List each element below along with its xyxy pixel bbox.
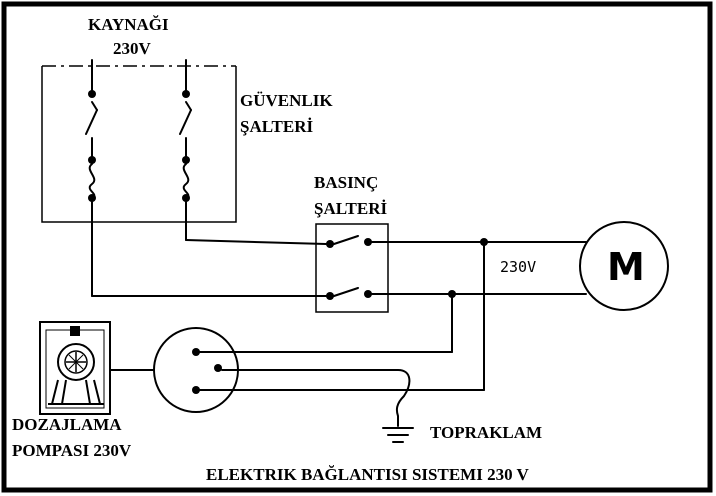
dosing-pump-label: DOZAJLAMA <box>12 415 122 434</box>
safety-switch-pole-right <box>179 59 192 241</box>
motor-label: M <box>607 245 645 289</box>
dosing-pump-label-2: POMPASI 230V <box>12 441 132 460</box>
voltage-label: 230V <box>500 258 536 276</box>
ground-icon <box>382 427 414 443</box>
source-label: KAYNAĞI <box>88 15 169 34</box>
pressure-switch-contacts <box>326 235 372 300</box>
safety-switch-label-2: ŞALTERİ <box>240 117 313 136</box>
pressure-switch-label: BASINÇ <box>314 173 378 192</box>
source-voltage-label: 230V <box>113 39 152 58</box>
safety-switch-pole-left <box>85 59 98 297</box>
pressure-switch-box <box>315 223 389 313</box>
dosing-pump-icon <box>39 321 111 415</box>
diagram-title: ELEKTRIK BAĞLANTISI SISTEMI 230 V <box>206 465 530 484</box>
motor-circle <box>579 221 669 311</box>
supply-wiring <box>91 238 587 391</box>
safety-switch-label: GÜVENLIK <box>240 91 333 110</box>
socket-wiring <box>109 348 485 427</box>
ground-label: TOPRAKLAM <box>430 423 542 442</box>
pressure-switch-label-2: ŞALTERİ <box>314 199 387 218</box>
safety-switch-enclosure <box>41 65 237 223</box>
